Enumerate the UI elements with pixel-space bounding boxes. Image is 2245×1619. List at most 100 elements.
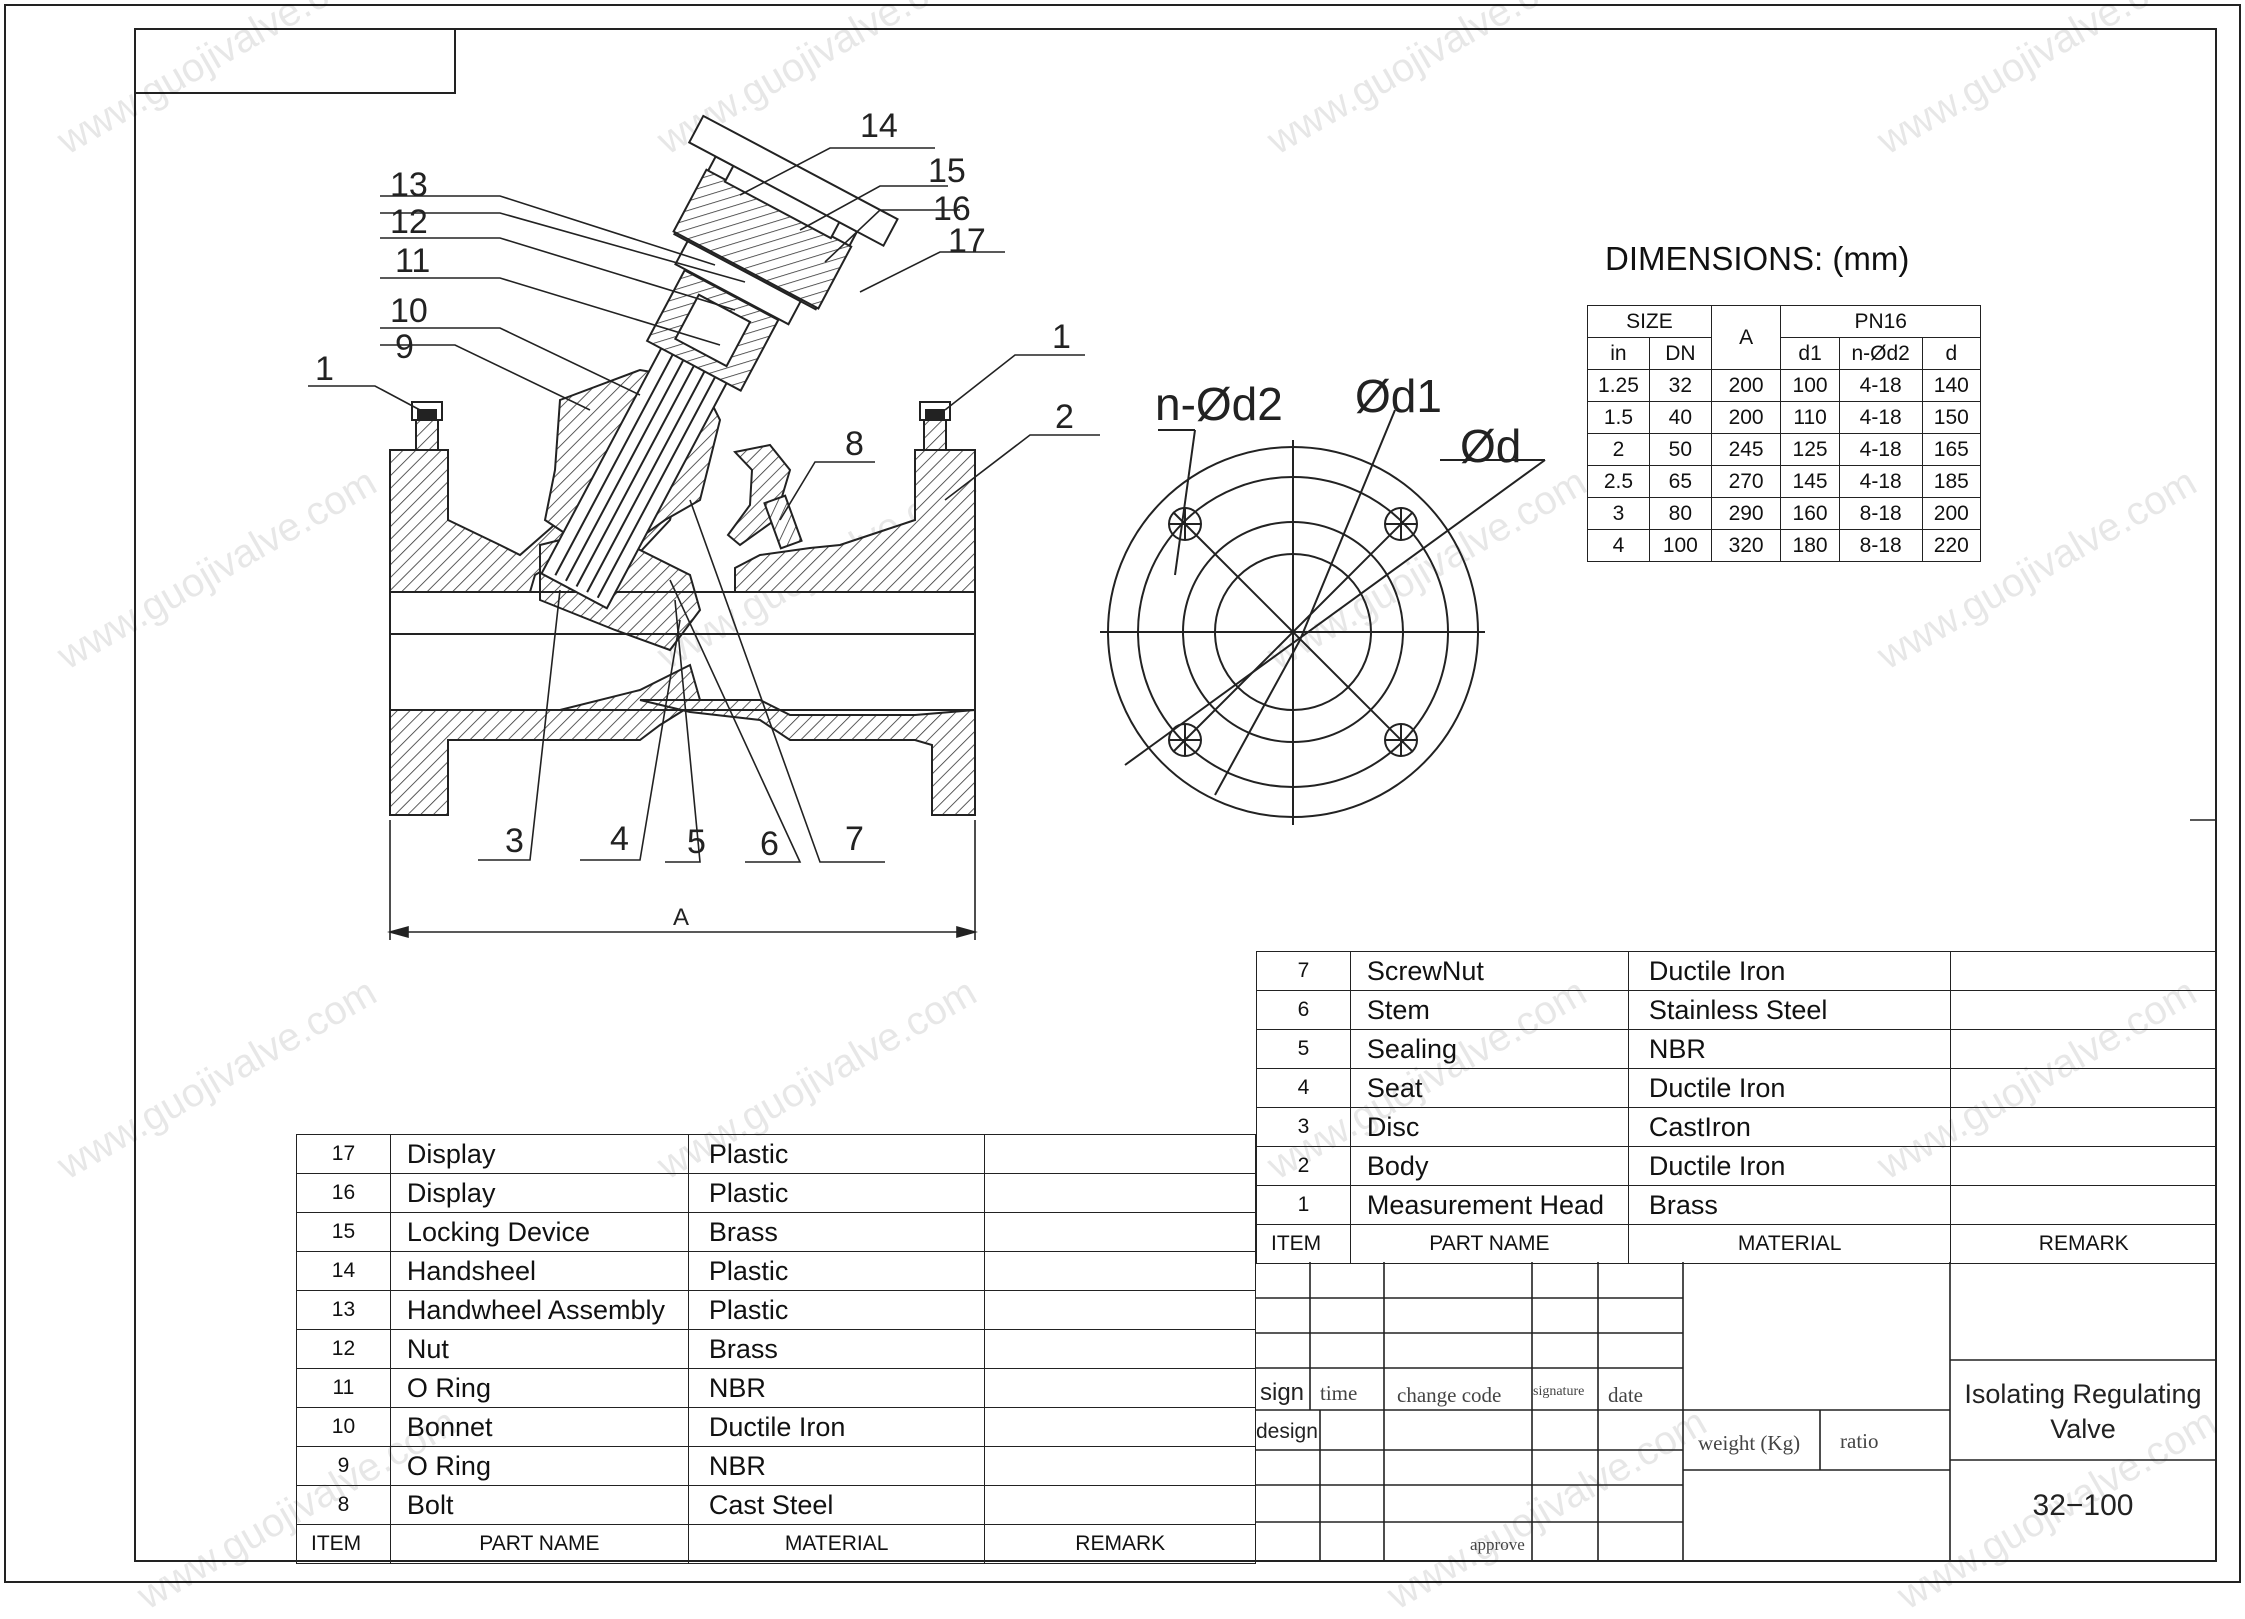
cell-d1: 110 <box>1780 401 1840 434</box>
part-name: Disc <box>1349 1107 1629 1147</box>
part-name: O Ring <box>389 1368 689 1408</box>
measurement-head-right <box>919 401 951 451</box>
material: Brass <box>687 1212 986 1252</box>
cell-d1: 160 <box>1780 497 1840 530</box>
remark <box>984 1485 1256 1525</box>
cell-in: 2 <box>1587 433 1650 466</box>
dim-header-dn: DN <box>1648 337 1712 370</box>
callout-17: 17 <box>948 222 986 260</box>
header-part-name: PART NAME <box>389 1524 689 1564</box>
cell-in: 1.25 <box>1587 369 1650 402</box>
callout-6: 6 <box>760 825 779 863</box>
part-name: Nut <box>389 1329 689 1369</box>
header-item: ITEM <box>1256 1224 1351 1264</box>
item-number: 14 <box>296 1251 391 1291</box>
item-number: 5 <box>1256 1029 1351 1069</box>
table-row: 4 100 320 180 8-18 220 <box>1587 529 1982 562</box>
cell-d: 200 <box>1921 497 1982 530</box>
cell-in: 1.5 <box>1587 401 1650 434</box>
material: Brass <box>1627 1185 1952 1225</box>
material: NBR <box>687 1368 986 1408</box>
tb-drawing-code: 32−100 <box>2033 1489 2134 1522</box>
cell-d: 150 <box>1921 401 1982 434</box>
cell-nd2: 8-18 <box>1838 529 1923 562</box>
cell-dn: 80 <box>1648 497 1712 530</box>
remark <box>984 1251 1256 1291</box>
item-number: 11 <box>296 1368 391 1408</box>
part-name: ScrewNut <box>1349 951 1629 991</box>
leader-lines <box>308 147 1100 940</box>
dim-header-size: SIZE <box>1587 305 1712 338</box>
cell-a: 270 <box>1710 465 1782 498</box>
cell-d: 220 <box>1921 529 1982 562</box>
item-number: 10 <box>296 1407 391 1447</box>
parts-header-row: ITEM PART NAME MATERIAL REMARK <box>296 1524 1256 1564</box>
header-material: MATERIAL <box>687 1524 986 1564</box>
cell-nd2: 4-18 <box>1838 401 1923 434</box>
material: Brass <box>687 1329 986 1369</box>
tb-signature: signature <box>1533 1384 1584 1399</box>
item-number: 6 <box>1256 990 1351 1030</box>
callout-1-right: 1 <box>1052 318 1071 356</box>
callout-12: 12 <box>390 203 428 241</box>
header-item: ITEM <box>296 1524 391 1564</box>
cell-a: 290 <box>1710 497 1782 530</box>
dim-header-a: A <box>1710 305 1782 370</box>
header-material: MATERIAL <box>1627 1224 1952 1264</box>
callout-14: 14 <box>860 107 898 145</box>
tb-title-line1: Isolating Regulating <box>1964 1379 2201 1409</box>
remark <box>984 1134 1256 1174</box>
tb-title-line2: Valve <box>2050 1414 2116 1444</box>
flange-label-d: Ød <box>1460 420 1521 472</box>
cell-in: 2.5 <box>1587 465 1650 498</box>
tb-weight: weight (Kg) <box>1698 1431 1800 1455</box>
item-number: 9 <box>296 1446 391 1486</box>
cell-dn: 65 <box>1648 465 1712 498</box>
cell-a: 200 <box>1710 369 1782 402</box>
callout-15: 15 <box>928 152 966 190</box>
cell-dn: 50 <box>1648 433 1712 466</box>
cell-d: 185 <box>1921 465 1982 498</box>
callout-8: 8 <box>845 425 864 463</box>
material: Plastic <box>687 1251 986 1291</box>
cell-d1: 100 <box>1780 369 1840 402</box>
material: Ductile Iron <box>1627 1146 1952 1186</box>
cell-d: 140 <box>1921 369 1982 402</box>
part-name: Display <box>389 1134 689 1174</box>
callout-1-left: 1 <box>315 350 334 388</box>
dim-header-d: d <box>1921 337 1982 370</box>
material: Ductile Iron <box>687 1407 986 1447</box>
part-name: Sealing <box>1349 1029 1629 1069</box>
callout-9: 9 <box>395 328 414 366</box>
callout-3: 3 <box>505 822 524 860</box>
callout-11: 11 <box>395 242 430 280</box>
material: Plastic <box>687 1134 986 1174</box>
item-number: 1 <box>1256 1185 1351 1225</box>
flange-label-n-d2: n-Ød2 <box>1155 378 1283 430</box>
remark <box>1950 951 2217 991</box>
cell-dn: 32 <box>1648 369 1712 402</box>
remark <box>984 1407 1256 1447</box>
parts-header-row: ITEM PART NAME MATERIAL REMARK <box>1256 1224 2217 1264</box>
callout-2: 2 <box>1055 398 1074 436</box>
outer-border <box>4 4 2241 1583</box>
part-name: Stem <box>1349 990 1629 1030</box>
table-row: 3 80 290 160 8-18 200 <box>1587 497 1982 530</box>
dimensions-title: DIMENSIONS: (mm) <box>1605 240 1910 277</box>
dimensions-table: SIZE A PN16 in DN d1 n-Ød2 d 1.25 32 200… <box>1587 305 1982 562</box>
tb-time: time <box>1320 1381 1357 1405</box>
bolt <box>763 494 803 550</box>
item-number: 15 <box>296 1212 391 1252</box>
callout-13: 13 <box>390 166 428 204</box>
